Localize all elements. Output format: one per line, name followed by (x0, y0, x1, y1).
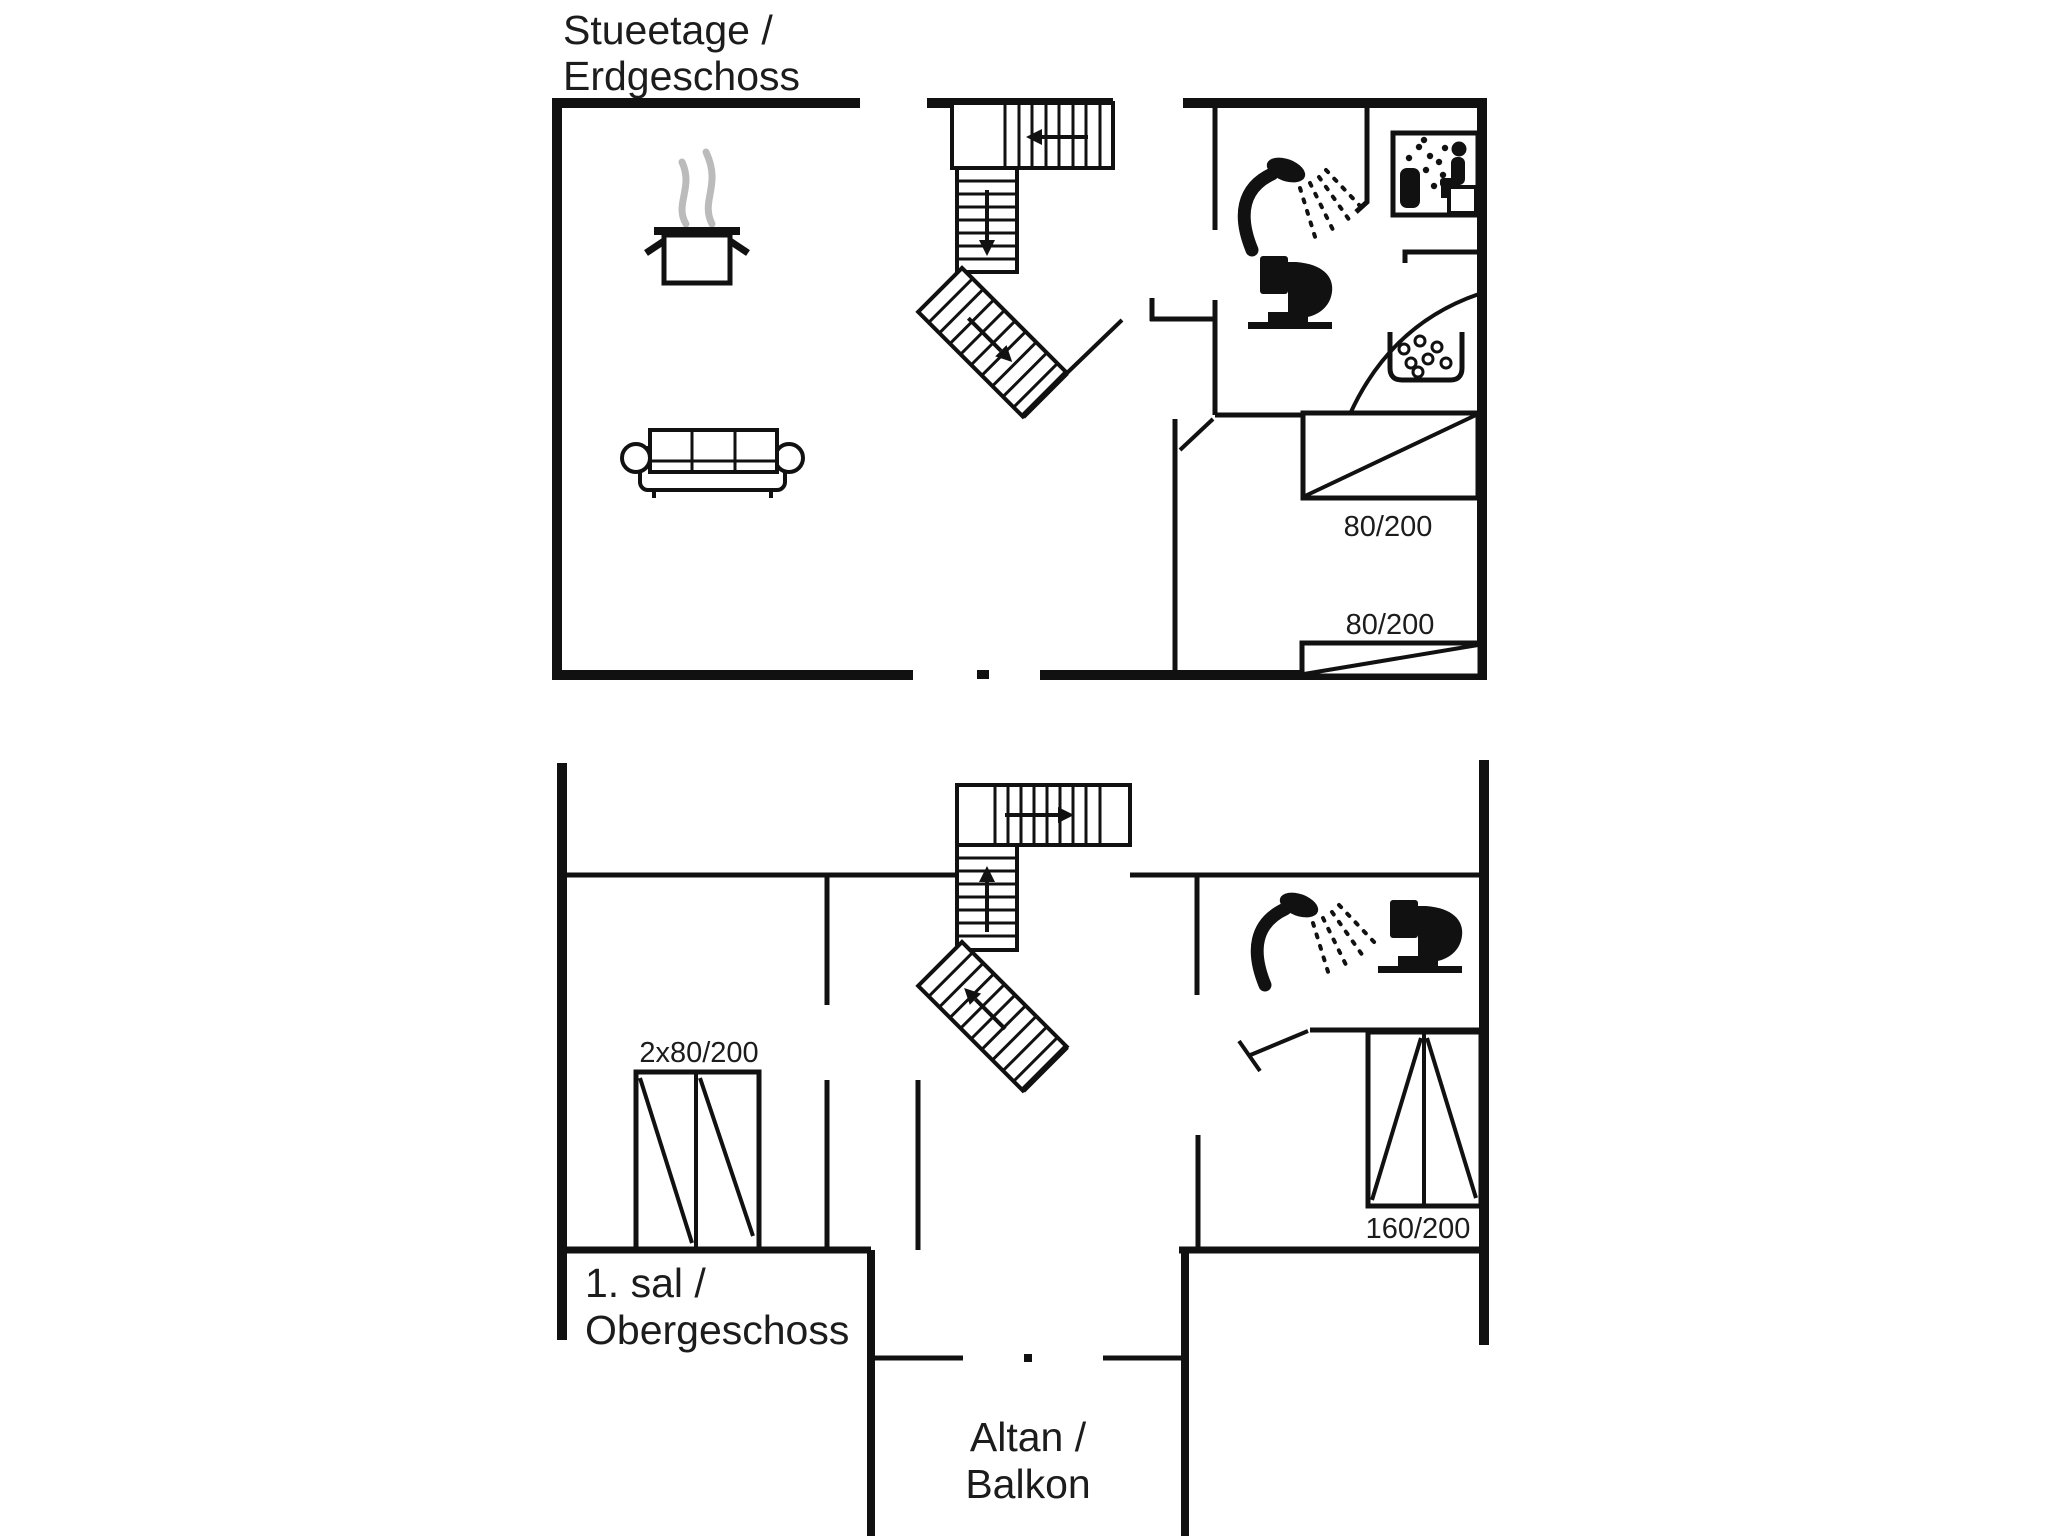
ground-floor-plan: Stueetage / Erdgeschoss (552, 7, 1487, 680)
first-floor-plan: 2x80/200 160/200 1. sal / Obergeschoss A… (557, 760, 1489, 1536)
kitchen-pot-icon (644, 148, 750, 286)
bedroom-door-leaf (1178, 417, 1215, 452)
terrace-door-marker (977, 670, 989, 679)
staircase-ground (915, 101, 1124, 420)
ground-floor-interior-walls (1149, 103, 1480, 675)
balcony-label-line1: Altan / (970, 1414, 1087, 1460)
door-arc (1348, 292, 1480, 415)
bathroom-door-tick (1237, 1039, 1262, 1073)
steam-icon (702, 148, 716, 228)
balcony-door-marker (1024, 1354, 1032, 1362)
bed-single-lower (1299, 640, 1483, 679)
first-floor-title-line2: Obergeschoss (585, 1307, 849, 1353)
bed-lower-label: 80/200 (1346, 609, 1435, 641)
stair-handrail (1065, 318, 1124, 375)
staircase-first (915, 783, 1132, 1094)
sofa-icon (620, 428, 805, 498)
first-floor-title-line1: 1. sal / (585, 1260, 706, 1306)
bed-single-upper (1300, 410, 1481, 501)
bed-upper-label: 80/200 (1344, 511, 1433, 543)
master-bed-label: 160/200 (1366, 1213, 1471, 1245)
ground-floor-title-line2: Erdgeschoss (563, 53, 800, 99)
ground-floor-title-line1: Stueetage / (563, 7, 773, 53)
toilet-icon (1378, 900, 1463, 973)
bathroom-door-leaf (1247, 1029, 1309, 1058)
toilet-icon (1248, 256, 1333, 329)
stair-arrow-up (979, 866, 995, 882)
ground-floor-outer-walls (552, 98, 1487, 680)
sauna-icon (1390, 130, 1481, 218)
steam-icon (678, 158, 690, 228)
hot-tub-icon (1387, 332, 1465, 383)
first-floor-outer-walls (557, 760, 1489, 1345)
shower-icon (1257, 888, 1375, 985)
shower-icon (1244, 153, 1362, 250)
stair-arrow-left (1026, 129, 1042, 145)
balcony-label-line2: Balkon (965, 1461, 1090, 1507)
stair-arrow-down (979, 240, 995, 256)
stair-arrow-right (1058, 807, 1074, 823)
bed-master-160 (1365, 1029, 1484, 1209)
balcony-walls (867, 1250, 1189, 1536)
double-bed-label: 2x80/200 (639, 1037, 758, 1069)
bed-double-2x80 (633, 1069, 762, 1252)
